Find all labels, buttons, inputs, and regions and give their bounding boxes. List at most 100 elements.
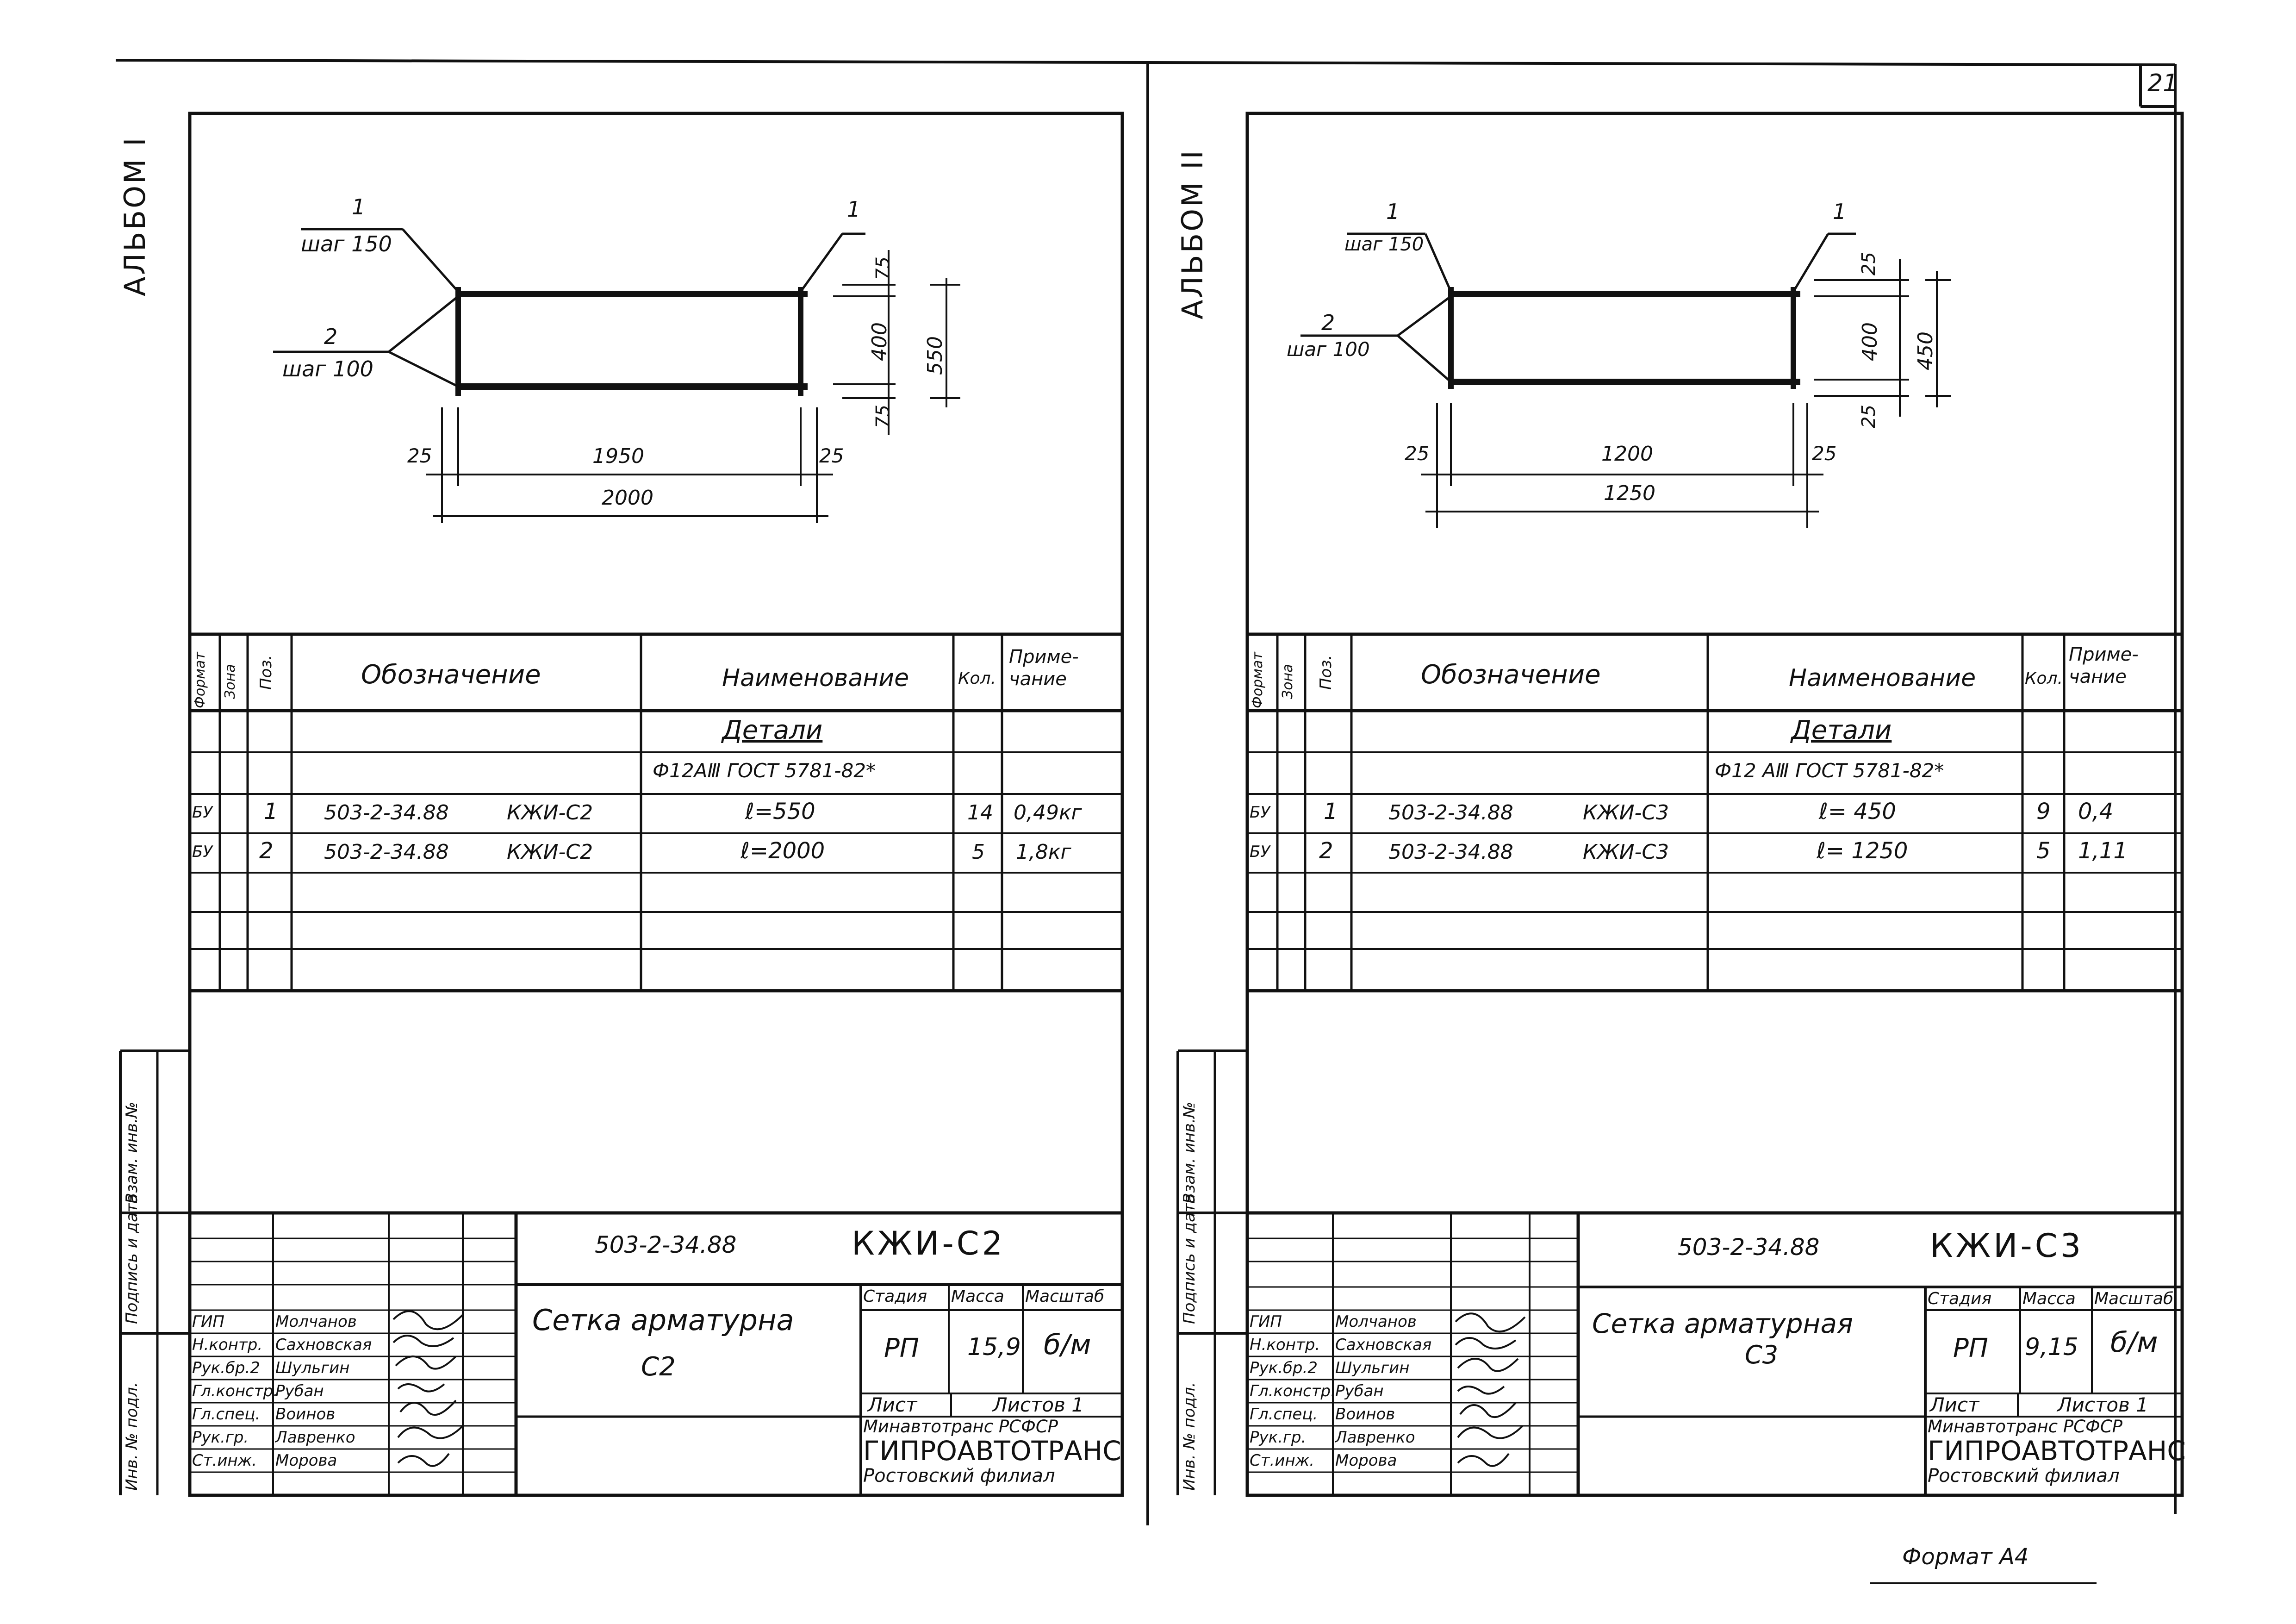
spec-row-2-qty: 5 xyxy=(2036,838,2051,864)
spec-row-1-code: КЖИ-С2 xyxy=(507,801,593,824)
tb-role-3: Рук.бр.2 xyxy=(1250,1359,1318,1377)
spec-row-1-note: 0,49кг xyxy=(1014,801,1082,824)
dim-inner-width: 1200 xyxy=(1601,442,1653,466)
spec-header-qty: Кол. xyxy=(2025,669,2063,688)
sheet-left: АЛЬБОМ I Взам. инв.№ Подпись и дата Инв.… xyxy=(118,112,1124,1497)
tb-person-6: Лавренко xyxy=(275,1428,355,1447)
spec-row-1-pos: 1 xyxy=(264,799,278,824)
dim-right-offset: 25 xyxy=(1812,442,1837,465)
tb-person-7: Морова xyxy=(1335,1451,1397,1470)
signature-1 xyxy=(392,1310,464,1330)
tb-role-4: Гл.констр. xyxy=(192,1382,278,1400)
tb-person-4: Рубан xyxy=(275,1382,324,1400)
spec-material: Ф12 АⅢ ГОСТ 5781-82* xyxy=(1715,759,1944,782)
signature-5 xyxy=(1459,1402,1517,1418)
signature-2 xyxy=(392,1335,454,1347)
tb-title-line2: С3 xyxy=(1745,1340,1779,1369)
spec-header-name: Наименование xyxy=(1789,664,1976,692)
sheet-left-lines xyxy=(119,112,1124,1497)
spec-section-title: Детали xyxy=(722,715,823,745)
tb-title-line1: Сетка арматурна xyxy=(532,1303,794,1337)
page-number: 21 xyxy=(2147,69,2178,97)
drawing-right-pos: 1 xyxy=(847,197,861,222)
signature-1 xyxy=(1455,1312,1526,1333)
tb-code: КЖИ-С3 xyxy=(1930,1227,2084,1265)
tb-person-5: Воинов xyxy=(1335,1405,1395,1424)
tb-stage: РП xyxy=(884,1333,919,1363)
tb-org-line3: Ростовский филиал xyxy=(1928,1465,2120,1487)
spec-header-zone: Зона xyxy=(1280,664,1296,699)
tb-mass: 15,9 xyxy=(967,1333,1021,1361)
margin-inv-vzam: Взам. инв.№ xyxy=(123,1101,141,1204)
tb-role-1: ГИП xyxy=(192,1312,224,1331)
dim-total-height: 450 xyxy=(1914,331,1937,370)
spec-row-1-note: 0,4 xyxy=(2078,799,2114,824)
tb-person-7: Морова xyxy=(275,1451,337,1470)
spec-row-2-format: БУ xyxy=(192,843,213,861)
tb-org-line1: Минавтотранс РСФСР xyxy=(863,1417,1058,1437)
tb-role-6: Рук.гр. xyxy=(192,1428,249,1447)
spec-header-designation: Обозначение xyxy=(361,660,541,690)
spec-header-format: Формат xyxy=(1250,652,1266,708)
album-label: АЛЬБОМ II xyxy=(1176,149,1209,319)
spec-row-1-designation: 503-2-34.88 xyxy=(324,801,449,824)
dim-total-height: 550 xyxy=(923,336,947,375)
spec-header-note: Приме-чание xyxy=(2069,644,2139,687)
dim-inner-height: 400 xyxy=(868,322,891,361)
spec-row-1-name: ℓ= 450 xyxy=(1819,799,1896,824)
spec-material: Ф12АⅢ ГОСТ 5781-82* xyxy=(653,759,876,782)
dim-total-width: 2000 xyxy=(602,486,653,510)
drawing-top-pos: 1 xyxy=(352,194,366,219)
spec-row-2-note: 1,8кг xyxy=(1016,840,1071,864)
tb-scale: б/м xyxy=(2110,1326,2158,1359)
tb-person-1: Молчанов xyxy=(1335,1312,1417,1331)
drawing-top-pitch: шаг 150 xyxy=(1344,234,1424,255)
tb-scale: б/м xyxy=(1044,1329,1091,1361)
signature-6 xyxy=(397,1425,464,1439)
drawing-left-pos: 2 xyxy=(324,324,338,349)
spec-row-2-code: КЖИ-С3 xyxy=(1583,840,1669,864)
tb-title-line1: Сетка арматурная xyxy=(1592,1308,1853,1339)
dim-top-offset: 25 xyxy=(1858,252,1879,275)
spec-header-designation: Обозначение xyxy=(1421,660,1601,690)
spec-header-qty: Кол. xyxy=(958,669,996,688)
tb-doc-number: 503-2-34.88 xyxy=(595,1231,737,1258)
signature-6 xyxy=(1457,1425,1524,1439)
spec-row-1-pos: 1 xyxy=(1324,799,1338,824)
spec-row-2-note: 1,11 xyxy=(2078,838,2128,864)
drawing-top-pos: 1 xyxy=(1386,199,1400,224)
tb-org-line2: ГИПРОАВТОТРАНС xyxy=(1928,1435,2186,1467)
tb-org-line2: ГИПРОАВТОТРАНС xyxy=(863,1435,1121,1467)
tb-role-2: Н.контр. xyxy=(1250,1336,1320,1354)
tb-stage-label: Стадия xyxy=(1928,1289,1992,1308)
margin-inv-podl: Инв. № подл. xyxy=(123,1382,141,1491)
spec-row-2-code: КЖИ-С2 xyxy=(507,840,593,864)
signature-3 xyxy=(1457,1358,1519,1372)
drawing-left-pitch: шаг 100 xyxy=(1287,338,1370,361)
tb-title-line2: С2 xyxy=(641,1352,676,1382)
spec-row-1-designation: 503-2-34.88 xyxy=(1388,801,1513,824)
dim-bottom-offset: 25 xyxy=(1858,405,1879,428)
tb-role-5: Гл.спец. xyxy=(1250,1405,1318,1424)
tb-sheets-label: Листов 1 xyxy=(993,1393,1084,1416)
spec-row-2-name: ℓ= 1250 xyxy=(1817,838,1908,864)
spec-row-2-name: ℓ=2000 xyxy=(740,838,825,864)
dim-left-offset: 25 xyxy=(407,444,432,467)
spec-header-note: Приме-чание xyxy=(1009,646,1079,690)
margin-sign-date: Подпись и дата xyxy=(1180,1193,1199,1324)
spec-row-1-format: БУ xyxy=(192,803,213,822)
dim-inner-width: 1950 xyxy=(592,444,644,468)
dim-bottom-offset: 75 xyxy=(872,405,894,428)
spec-row-1-name: ℓ=550 xyxy=(745,799,815,824)
signature-2 xyxy=(1455,1337,1517,1349)
margin-sign-date: Подпись и дата xyxy=(123,1193,141,1324)
tb-person-2: Сахновская xyxy=(1335,1336,1432,1354)
tb-scale-label: Масштаб xyxy=(2094,1289,2174,1308)
signature-4 xyxy=(397,1383,445,1393)
tb-scale-label: Масштаб xyxy=(1025,1287,1105,1306)
tb-person-1: Молчанов xyxy=(275,1312,357,1331)
sheet-right-lines xyxy=(1176,112,2184,1497)
tb-person-5: Воинов xyxy=(275,1405,336,1424)
dim-inner-height: 400 xyxy=(1858,322,1882,361)
signature-4 xyxy=(1457,1386,1505,1395)
